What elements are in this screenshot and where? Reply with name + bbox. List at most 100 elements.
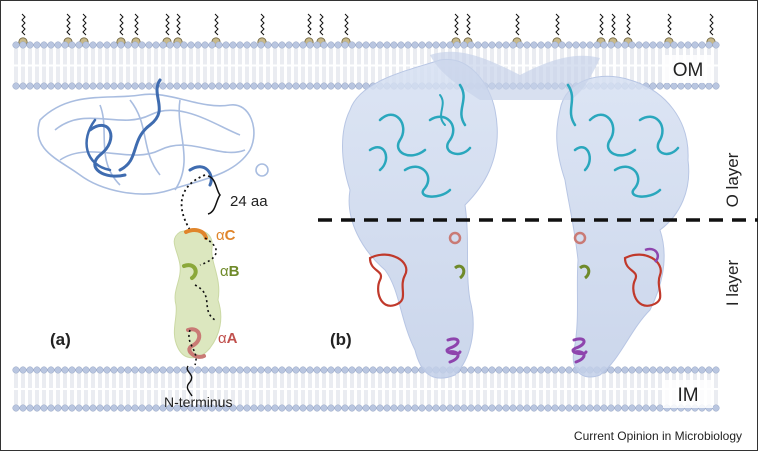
- lipid-tail: [91, 48, 95, 65]
- panel-a: 24 aa αC αB αA (a) N-terminus: [37, 78, 269, 410]
- lps-chain: [82, 13, 87, 36]
- lipid-tail: [518, 48, 522, 65]
- lipid-head: [215, 82, 223, 90]
- lipid-tail: [238, 66, 242, 83]
- lipid-head: [677, 82, 685, 90]
- lipid-tail: [567, 390, 571, 405]
- lipid-tail: [91, 390, 95, 405]
- lipid-tail: [98, 48, 102, 65]
- lipid-head: [285, 404, 293, 412]
- lipid-tail: [546, 48, 550, 65]
- lipid-head: [362, 366, 370, 374]
- helix-c-ribbon: [184, 228, 208, 240]
- lipid-head: [96, 404, 104, 412]
- lipid-tail: [609, 373, 613, 388]
- lipid-tail: [539, 390, 543, 405]
- lipid-tail: [266, 66, 270, 83]
- lipid-tail: [105, 373, 109, 388]
- lipid-head: [250, 366, 258, 374]
- lipid-tail: [182, 66, 186, 83]
- lps-chain: [709, 13, 714, 36]
- lipid-head: [495, 404, 503, 412]
- lipid-tail: [385, 373, 389, 388]
- lipid-tail: [658, 373, 662, 388]
- lipid-head: [635, 404, 643, 412]
- lipid-tail: [329, 390, 333, 405]
- lipid-tail: [371, 390, 375, 405]
- lipid-tail: [462, 373, 466, 388]
- lipid-head: [222, 82, 230, 90]
- lipid-head: [166, 82, 174, 90]
- lipid-head: [397, 41, 405, 49]
- lipid-tail: [343, 66, 347, 83]
- lipid-head: [341, 366, 349, 374]
- lipid-tail: [21, 373, 25, 388]
- lipid-head: [327, 41, 335, 49]
- lipid-head: [12, 82, 20, 90]
- lipid-tail: [371, 48, 375, 65]
- lipid-head: [537, 41, 545, 49]
- lipid-head: [544, 366, 552, 374]
- lipid-tail: [84, 390, 88, 405]
- lipid-head: [418, 404, 426, 412]
- lipid-tail: [119, 66, 123, 83]
- lipid-head: [26, 404, 34, 412]
- lipid-head: [173, 404, 181, 412]
- lipid-tail: [497, 373, 501, 388]
- lipid-head: [159, 366, 167, 374]
- lipid-tail: [350, 48, 354, 65]
- lipid-tail: [637, 373, 641, 388]
- lipid-head: [474, 41, 482, 49]
- lipid-head: [320, 366, 328, 374]
- lps-chain: [667, 13, 672, 36]
- lipid-head: [201, 366, 209, 374]
- lipid-head: [530, 366, 538, 374]
- lipid-head: [236, 41, 244, 49]
- lipid-tail: [224, 66, 228, 83]
- lipid-head: [33, 82, 41, 90]
- lipid-tail: [651, 373, 655, 388]
- lipid-tail: [119, 373, 123, 388]
- lipid-head: [698, 41, 706, 49]
- lipid-tail: [308, 373, 312, 388]
- lipid-tail: [434, 390, 438, 405]
- lipid-head: [61, 404, 69, 412]
- lipid-head: [54, 366, 62, 374]
- lipid-head: [236, 404, 244, 412]
- lipid-head: [292, 82, 300, 90]
- lps-chain: [119, 13, 124, 36]
- lipid-tail: [476, 390, 480, 405]
- lipid-head: [278, 41, 286, 49]
- lipid-head: [131, 366, 139, 374]
- lps-chain: [260, 13, 265, 36]
- lipid-head: [656, 366, 664, 374]
- lipid-head: [264, 366, 272, 374]
- lipid-tail: [280, 390, 284, 405]
- lipid-tail: [84, 373, 88, 388]
- lipid-tail: [413, 390, 417, 405]
- lipid-tail: [147, 66, 151, 83]
- helix-b-label: αB: [220, 263, 240, 280]
- lps-chain: [466, 13, 471, 36]
- lipid-head: [75, 41, 83, 49]
- lipid-head: [341, 41, 349, 49]
- lipid-tail: [98, 373, 102, 388]
- lipid-head: [110, 404, 118, 412]
- lipid-head: [26, 366, 34, 374]
- lipid-tail: [539, 48, 543, 65]
- lipid-tail: [161, 66, 165, 83]
- lipid-head: [355, 404, 363, 412]
- lipid-tail: [35, 66, 39, 83]
- lipid-tail: [350, 66, 354, 83]
- lipid-tail: [273, 48, 277, 65]
- lipid-tail: [14, 390, 18, 405]
- lipid-head: [551, 404, 559, 412]
- lipid-tail: [315, 390, 319, 405]
- lipid-head: [642, 366, 650, 374]
- lipid-head: [47, 404, 55, 412]
- lipid-head: [278, 82, 286, 90]
- lipid-head: [180, 82, 188, 90]
- lipid-head: [271, 366, 279, 374]
- left-red-ribbon: [368, 253, 408, 307]
- lipid-tail: [378, 48, 382, 65]
